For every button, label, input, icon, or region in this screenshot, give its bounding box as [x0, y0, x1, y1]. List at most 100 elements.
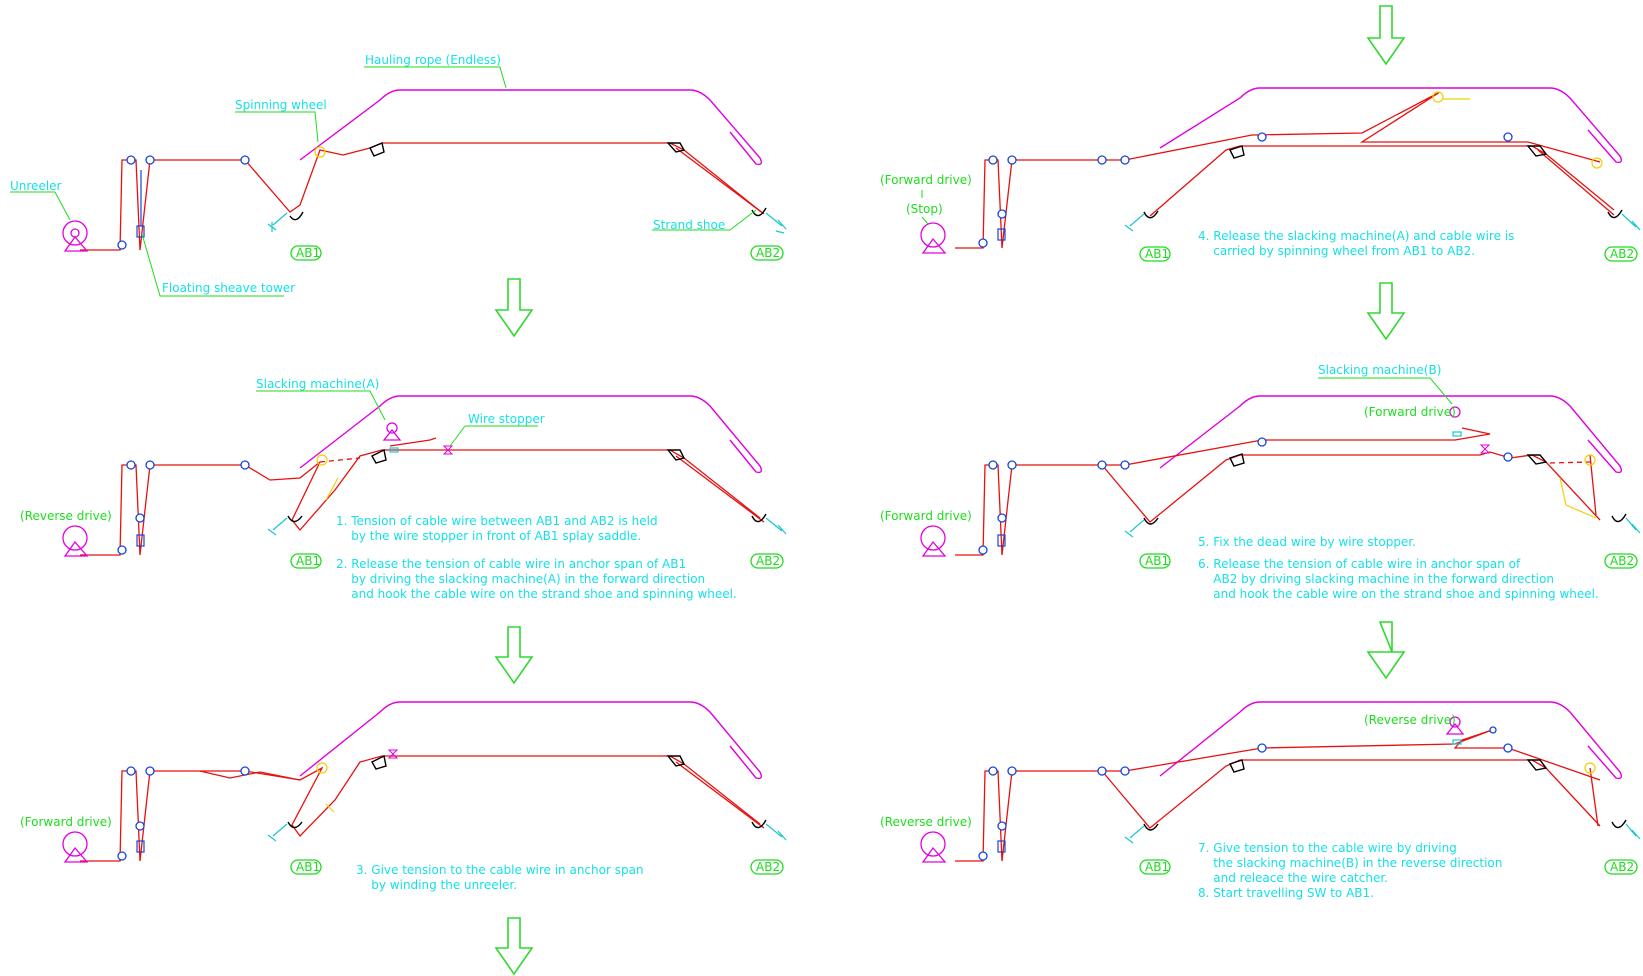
ab2-label: AB2 [756, 860, 780, 874]
leader-line [921, 216, 929, 225]
ab1-tag [1139, 859, 1171, 875]
spinning-wheel-path [325, 803, 335, 813]
unreeler-base [63, 235, 89, 252]
wire-clamp-icon [389, 447, 399, 453]
step-note-line: by driving the slacking machine(A) in th… [336, 572, 705, 586]
spinning-wheel-icon [1584, 454, 1596, 466]
sheave-icon [126, 155, 136, 165]
floating-sheave-icon [136, 840, 145, 853]
anchor-icon [267, 517, 288, 536]
sheave-icon [135, 821, 145, 831]
strand-shoe-icon [1143, 210, 1159, 219]
hauling-rope [1159, 395, 1623, 474]
slacking-machine-icon [386, 422, 398, 434]
unreeler-icon [920, 222, 946, 248]
spinning-wheel-path [325, 477, 339, 501]
wire-stopper-icon [442, 445, 454, 455]
hauling-rope [1159, 87, 1623, 164]
wire-stopper-icon [1479, 444, 1491, 454]
panel-step-0: AB1 AB2 Hauling rope (Endless) Spinning … [10, 53, 787, 297]
ab2-tag [1604, 859, 1638, 875]
sheave-icon [1257, 132, 1267, 142]
down-arrow-icon [494, 626, 534, 685]
leader-line [1318, 377, 1453, 405]
ab2-label: AB2 [756, 246, 780, 260]
sheave-icon [1503, 452, 1513, 462]
ab2-tag [1604, 553, 1638, 569]
cable-wire [1149, 145, 1615, 217]
sheave-icon [988, 155, 998, 165]
hauling-rope [1159, 701, 1623, 780]
anchor-icon [1124, 825, 1145, 844]
floating-sheave-icon [997, 228, 1006, 241]
down-arrow-icon [1366, 621, 1406, 680]
sheave-icon [988, 460, 998, 470]
anchor-icon [1124, 519, 1145, 538]
unreeler-base [921, 540, 947, 557]
sheave-icon [997, 821, 1007, 831]
step-note-line: carried by spinning wheel from AB1 to AB… [1198, 244, 1475, 258]
drive-label: (Reverse drive) [20, 509, 112, 523]
panel-step-4: AB1 AB2 Slacking machine(B) (Forward dri… [880, 363, 1641, 601]
strand-shoe-icon [1229, 453, 1245, 467]
drive-label: (Forward drive) [880, 173, 972, 187]
hauling-rope [299, 89, 763, 166]
leader-line [364, 66, 507, 89]
step-note-line: by winding the unreeler. [356, 878, 517, 892]
step-note-line: the slacking machine(B) in the reverse d… [1198, 856, 1502, 870]
ab1-label: AB1 [1145, 554, 1169, 568]
step-note-line: AB2 by driving slacking machine in the f… [1198, 572, 1554, 586]
ab1-tag [1139, 553, 1171, 569]
cable-wire [955, 427, 1491, 556]
step-note-line: 1. Tension of cable wire between AB1 and… [336, 514, 658, 528]
cable-wire [1589, 767, 1599, 827]
strand-shoe-icon [1611, 513, 1627, 523]
spinning-wheel-icon [316, 454, 328, 466]
anchor-icon [267, 212, 288, 232]
sheave-icon [1007, 766, 1017, 776]
panel-step-3: AB1 AB2 (Forward drive) (Stop) 4. Releas… [880, 87, 1641, 262]
strand-shoe-icon [1229, 145, 1245, 159]
step-note-line: 8. Start travelling SW to AB1. [1198, 886, 1374, 900]
down-arrow-icon [494, 278, 534, 338]
unreeler-icon [920, 525, 946, 551]
down-arrow-icon [1366, 282, 1406, 341]
strand-shoe-icon [289, 211, 304, 221]
hauling-rope [299, 395, 763, 474]
ab1-label: AB1 [296, 554, 320, 568]
step-note-line: by the wire stopper in front of AB1 spla… [336, 529, 641, 543]
sheave-icon [1007, 460, 1017, 470]
unreeler-base [921, 846, 947, 863]
leader-line [141, 233, 284, 297]
down-arrow-icon [1366, 5, 1406, 66]
cable-wire-slack [319, 457, 361, 463]
panel-step-1: AB1 AB2 Slacking machine(A) Wire stopper… [20, 377, 787, 601]
strand-shoe-icon [369, 142, 385, 157]
spinning-wheel-path [1559, 477, 1597, 519]
sheave-icon [1097, 155, 1107, 165]
floating-sheave-icon [997, 534, 1006, 547]
anchor-icon [1124, 213, 1145, 232]
unreeler-base [921, 237, 947, 254]
spinning-wheel-icon [1432, 91, 1444, 103]
strand-shoe-icon [287, 515, 303, 523]
unreeler-icon [62, 220, 88, 246]
cable-wire-slack [1549, 461, 1591, 464]
ab2-tag [1604, 246, 1638, 262]
wire-clamp-icon [1452, 431, 1462, 437]
wire-clamp-icon [1452, 739, 1462, 745]
sheave-icon [1007, 155, 1017, 165]
sheave-icon [126, 766, 136, 776]
down-arrow-icon [494, 917, 534, 976]
slacking-machine-icon [1449, 716, 1461, 728]
cable-wire [675, 455, 765, 523]
sheave-icon [1120, 155, 1130, 165]
sheave-icon [1097, 766, 1107, 776]
sheave-icon [145, 460, 155, 470]
floating-sheave-icon [136, 534, 145, 547]
cable-wire [80, 142, 761, 251]
sheave-icon [997, 209, 1007, 219]
sheave-icon [997, 513, 1007, 523]
ab1-tag [290, 245, 322, 261]
ab1-tag [290, 553, 322, 569]
